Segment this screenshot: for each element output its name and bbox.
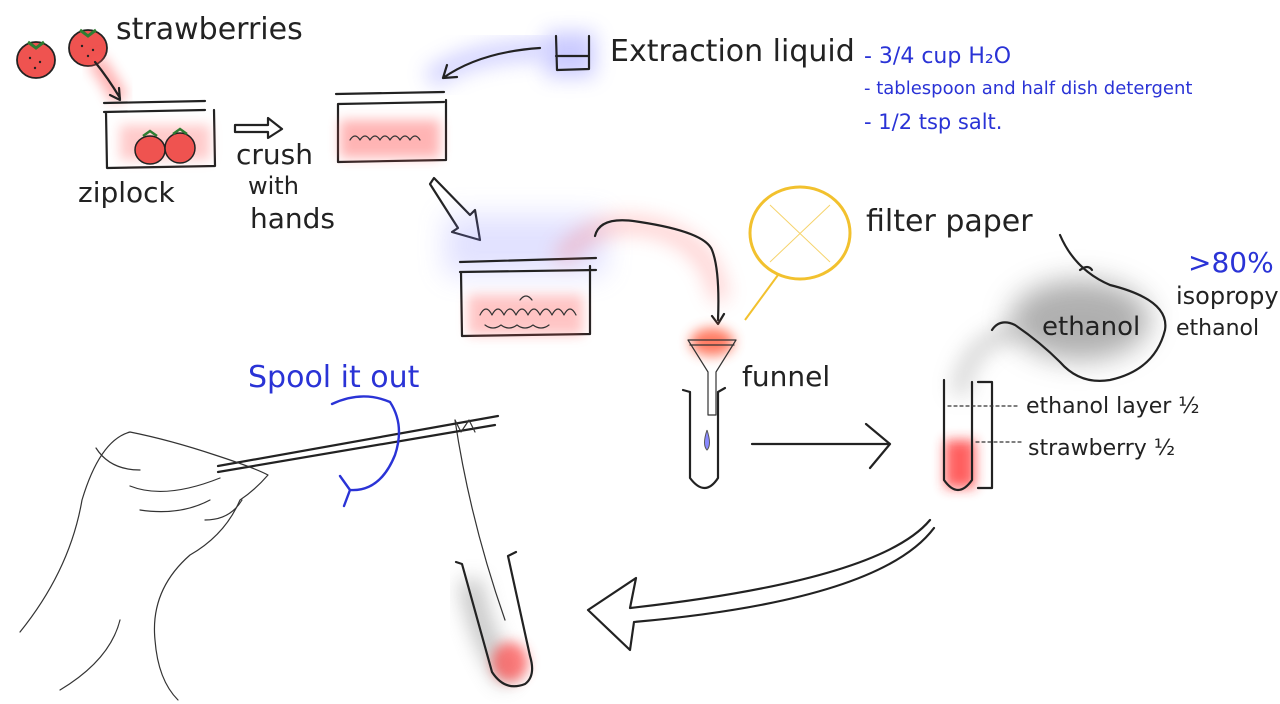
label-ethanol-layer: ethanol layer ½ <box>1026 394 1200 419</box>
label-funnel: funnel <box>742 360 831 393</box>
label-strawberries: strawberries <box>116 12 303 47</box>
ethanol-bottle <box>951 233 1167 397</box>
blue-glow-pour <box>424 40 546 89</box>
strawberry-icon <box>68 28 108 67</box>
strawberry-icon <box>16 40 56 79</box>
label-ethanol: ethanol <box>1042 312 1141 342</box>
label-strawberry-layer: strawberry ½ <box>1028 436 1176 461</box>
glow-transfer <box>553 216 728 302</box>
bag-with-liquid <box>334 90 448 164</box>
test-tube-1 <box>681 386 727 490</box>
extraction-cup-icon <box>545 32 595 77</box>
pour-line <box>593 219 726 326</box>
bag-marks <box>519 295 533 301</box>
label-crush: crush <box>236 138 313 171</box>
label-ziplock: ziplock <box>78 176 175 209</box>
label-filter-paper: filter paper <box>866 204 1033 239</box>
recipe-line-2: - tablespoon and half dish detergent <box>864 78 1193 99</box>
recipe-line-1: - 3/4 cup H₂O <box>864 44 1012 69</box>
label-percent: >80% <box>1188 246 1274 279</box>
label-hands: hands <box>250 202 336 235</box>
spool-arrow-icon <box>330 395 401 508</box>
label-extraction-liquid: Extraction liquid <box>610 34 855 69</box>
label-with: with <box>248 172 299 200</box>
arrow-to-final-tube <box>586 518 936 652</box>
test-tube-final <box>454 419 534 688</box>
label-isopropyl: isopropyl <box>1176 282 1280 310</box>
label-isopropyl-ethanol: ethanol <box>1176 316 1260 341</box>
recipe-line-3: - 1/2 tsp salt. <box>864 110 1003 134</box>
funnel-icon <box>687 328 737 416</box>
arrow-into-bag <box>93 60 122 102</box>
ziplock-bag <box>102 99 217 170</box>
test-tube-2 <box>942 378 1023 492</box>
filter-paper-icon <box>744 185 852 321</box>
arrow-crush <box>233 116 284 140</box>
arrow-to-ethanol-tube <box>750 422 892 470</box>
arrow-pour-liquid <box>441 46 542 80</box>
hand-with-rod <box>19 414 500 701</box>
label-spool: Spool it out <box>248 360 420 395</box>
